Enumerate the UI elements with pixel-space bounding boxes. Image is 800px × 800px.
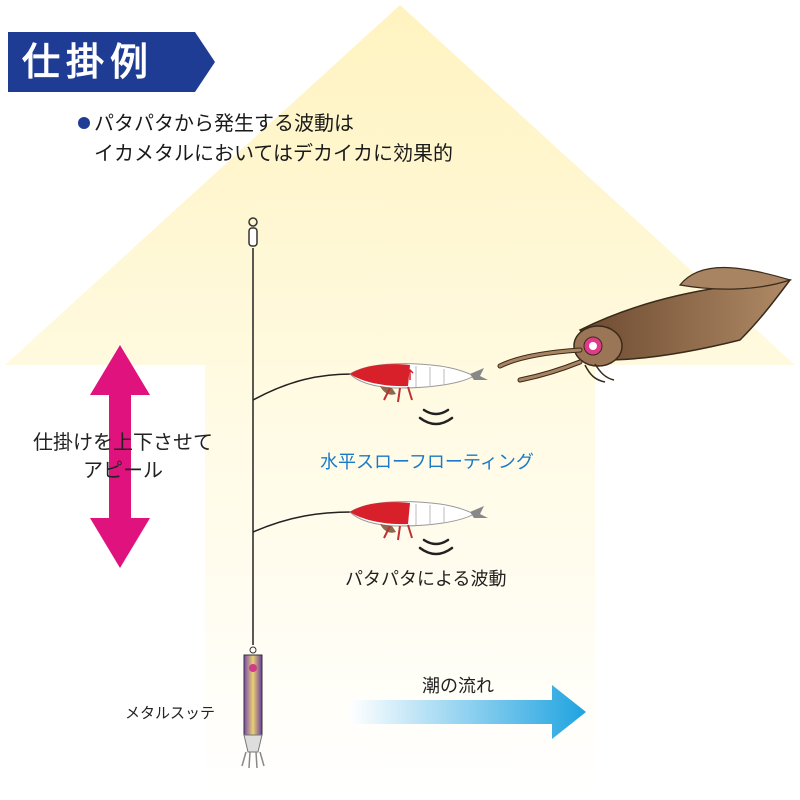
wave-icon-lower — [418, 538, 454, 556]
note-line-1: パタパタから発生する波動は — [94, 111, 354, 135]
current-label: 潮の流れ — [422, 676, 494, 697]
floating-label: 水平スローフローティング — [320, 452, 534, 473]
bullet-icon — [78, 117, 90, 129]
updown-arrow-icon — [90, 345, 150, 568]
note-line-2: イカメタルにおいてはデカイカに効果的 — [94, 141, 453, 165]
shrimp-lure-icon-lower — [349, 501, 488, 541]
up-arrow-background — [5, 5, 795, 800]
appeal-line-2: アピール — [83, 458, 163, 482]
metal-sutte-icon — [241, 646, 265, 769]
description-note: パタパタから発生する波動は イカメタルにおいてはデカイカに効果的 — [78, 108, 453, 168]
appeal-line-1: 仕掛けを上下させて — [33, 430, 213, 454]
squid-icon — [497, 266, 792, 383]
appeal-label: 仕掛けを上下させて アピール — [18, 428, 228, 484]
metal-sutte-label: メタルスッテ — [125, 704, 216, 722]
title-badge — [8, 32, 215, 92]
current-arrow-icon — [350, 685, 586, 739]
branch-line-lower — [252, 511, 353, 533]
branch-line-upper — [252, 373, 353, 401]
shrimp-lure-icon — [349, 363, 488, 403]
wave-icon — [418, 408, 454, 426]
wave-label: パタパタによる波動 — [345, 569, 507, 590]
page-title: 仕掛例 — [22, 40, 155, 84]
swivel-icon — [248, 217, 258, 247]
